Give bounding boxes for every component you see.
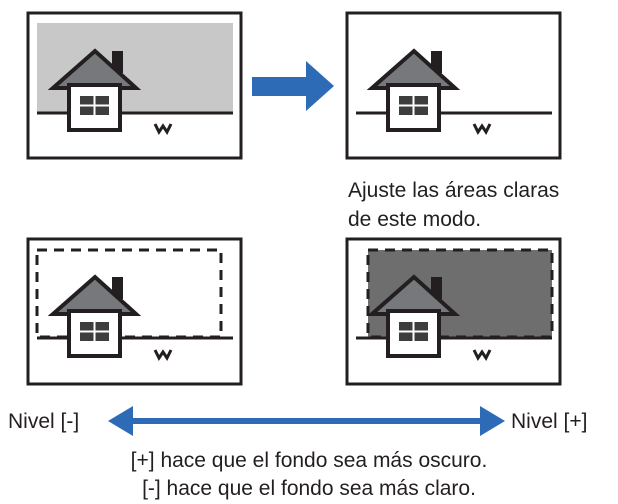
level-minus-panel: [26, 237, 243, 386]
level-plus-label: Nivel [+]: [511, 410, 588, 433]
level-plus-panel: [345, 237, 562, 386]
right-arrow-icon: [252, 61, 334, 111]
double-headed-arrow-icon: [108, 406, 505, 436]
adjusted-panel: [345, 11, 562, 160]
caption-line-1: Ajuste las áreas claras: [348, 179, 560, 202]
level-minus-label: Nivel [-]: [8, 410, 80, 433]
caption-line-2: de este modo.: [348, 208, 482, 231]
light-background-area: [37, 23, 233, 113]
original-panel: [26, 11, 243, 160]
description-line-2: [-] hace que el fondo sea más claro.: [142, 477, 476, 500]
description-line-1: [+] hace que el fondo sea más oscuro.: [130, 449, 488, 472]
